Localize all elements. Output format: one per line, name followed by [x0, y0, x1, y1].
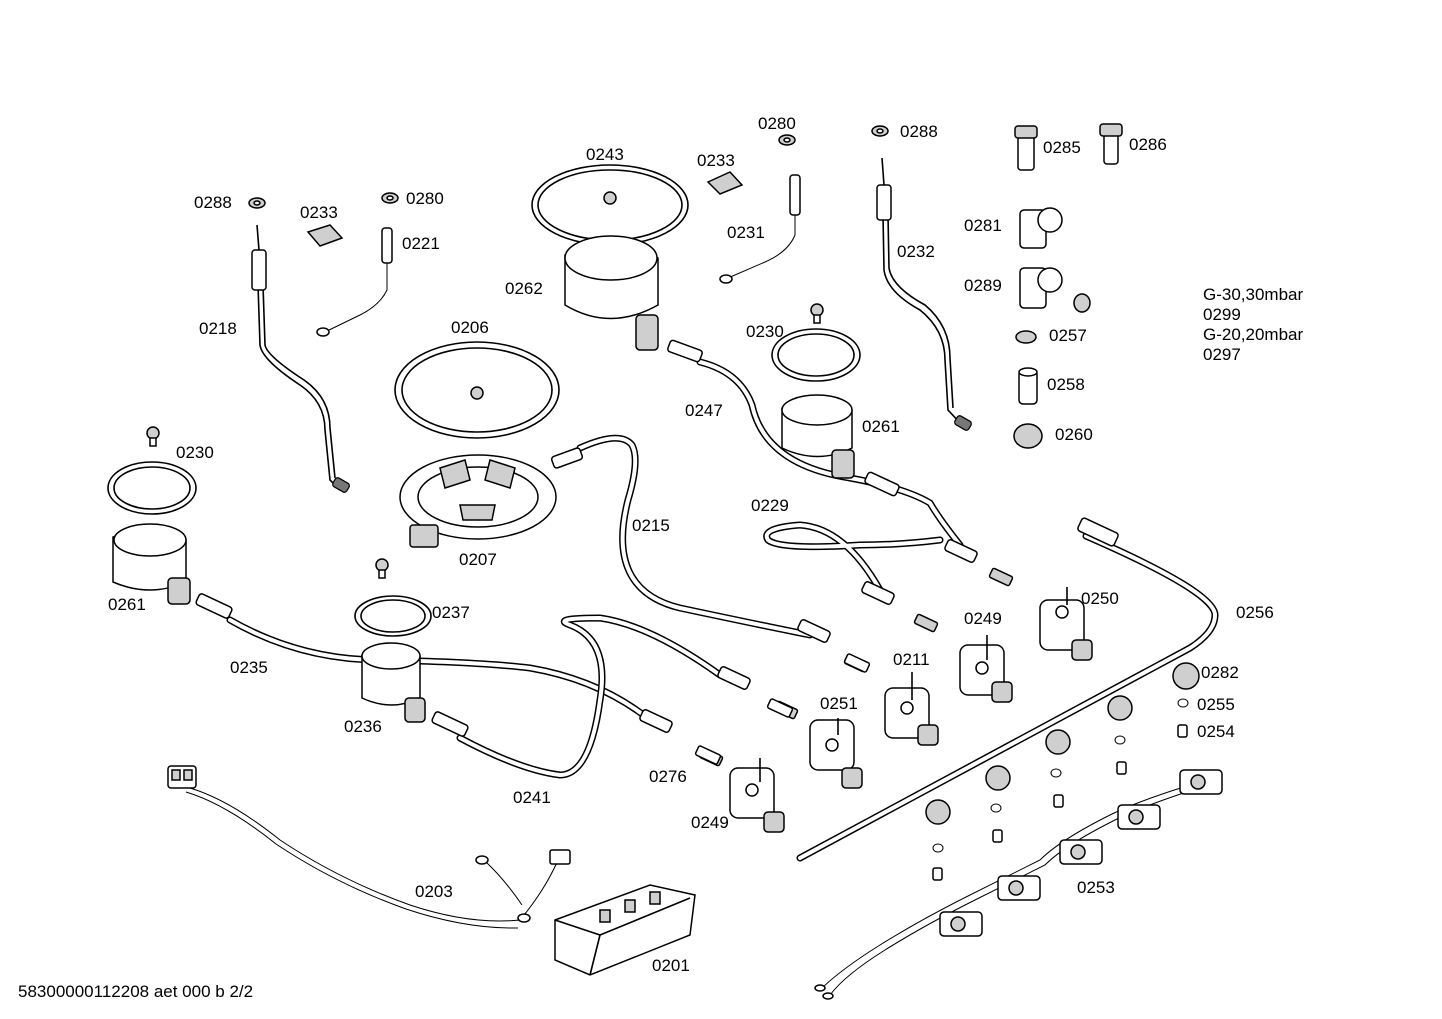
- callout-0230-right: 0230: [746, 322, 784, 341]
- callout-0257: 0257: [1049, 326, 1087, 345]
- callout-0229: 0229: [751, 496, 789, 515]
- callout-0289: 0289: [964, 276, 1002, 295]
- callout-0282: 0282: [1201, 663, 1239, 682]
- callout-0286: 0286: [1129, 135, 1167, 154]
- callout-0233-right: 0233: [697, 151, 735, 170]
- callout-0232: 0232: [897, 242, 935, 261]
- injector-nuts: [694, 653, 871, 765]
- callout-0215: 0215: [632, 516, 670, 535]
- callout-0256: 0256: [1236, 603, 1274, 622]
- callout-0260: 0260: [1055, 425, 1093, 444]
- callout-0288-left: 0288: [194, 193, 232, 212]
- callout-0276: 0276: [649, 767, 687, 786]
- callout-0207: 0207: [459, 550, 497, 569]
- gas-note-line-4: 0297: [1203, 345, 1241, 364]
- callout-0250: 0250: [1081, 589, 1119, 608]
- callout-0253: 0253: [1077, 878, 1115, 897]
- callout-0201: 0201: [652, 956, 690, 975]
- gas-note-line-3: G-20,20mbar: [1203, 325, 1304, 344]
- gas-note-line-1: G-30,30mbar: [1203, 285, 1304, 304]
- callout-0235: 0235: [230, 658, 268, 677]
- callout-0231: 0231: [727, 223, 765, 242]
- callout-0249-top: 0249: [964, 609, 1002, 628]
- callout-0254: 0254: [1197, 722, 1235, 741]
- callout-0237: 0237: [432, 603, 470, 622]
- callout-0281: 0281: [964, 216, 1002, 235]
- callout-0221: 0221: [402, 234, 440, 253]
- callout-0255: 0255: [1197, 695, 1235, 714]
- callout-0243: 0243: [586, 145, 624, 164]
- callout-0285: 0285: [1043, 138, 1081, 157]
- callout-0280-left: 0280: [406, 189, 444, 208]
- pipe-fittings: [195, 339, 1119, 767]
- callout-0233-left: 0233: [300, 203, 338, 222]
- callout-0206: 0206: [451, 318, 489, 337]
- callout-0241: 0241: [513, 788, 551, 807]
- ignition-buttons: [925, 662, 1200, 881]
- cable-and-block: [167, 765, 696, 976]
- burner-bodies: [112, 235, 855, 723]
- gas-type-note: G-30,30mbar 0299 G-20,20mbar 0297: [1203, 285, 1303, 365]
- switch-harness: [814, 769, 1223, 1000]
- small-fasteners: [146, 125, 889, 579]
- callout-0262: 0262: [505, 279, 543, 298]
- callout-0251: 0251: [820, 694, 858, 713]
- burner-gaskets: [107, 164, 861, 637]
- callout-0203: 0203: [415, 882, 453, 901]
- callout-0261-left: 0261: [108, 595, 146, 614]
- callout-0218: 0218: [199, 319, 237, 338]
- gas-taps: [729, 587, 1093, 833]
- callout-0236: 0236: [344, 717, 382, 736]
- callout-0247: 0247: [685, 401, 723, 420]
- thermocouple-leads: [251, 157, 972, 493]
- gas-note-line-2: 0299: [1203, 305, 1241, 324]
- callout-0230-left: 0230: [176, 443, 214, 462]
- callout-0258: 0258: [1047, 375, 1085, 394]
- connector-parts: [1013, 123, 1123, 449]
- callout-0288-right: 0288: [900, 122, 938, 141]
- callout-0261-right: 0261: [862, 417, 900, 436]
- callout-0211: 0211: [893, 650, 930, 669]
- drawing-reference-footer: 58300000112208 aet 000 b 2/2: [18, 982, 254, 1001]
- callout-0280-right: 0280: [758, 114, 796, 133]
- callout-0249-bottom: 0249: [691, 813, 729, 832]
